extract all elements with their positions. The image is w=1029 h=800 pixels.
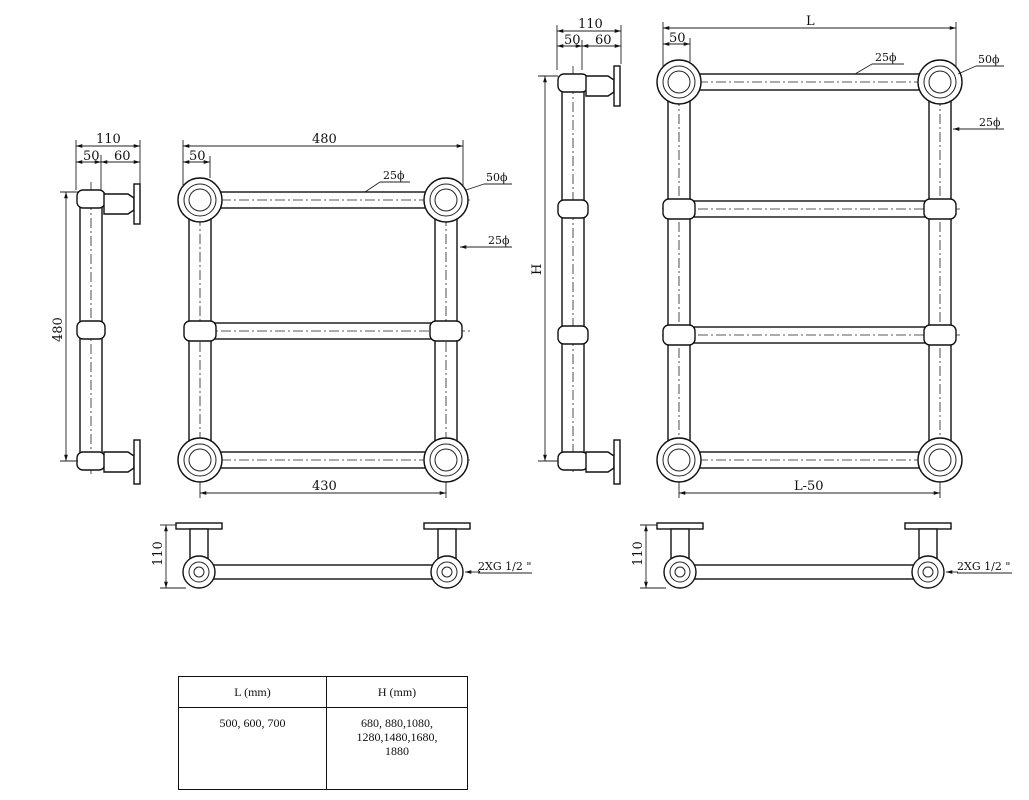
right-side-offset-a-label: 50	[564, 33, 581, 48]
value-h-line1: 680, 880,1080,	[361, 716, 433, 730]
right-side-width-label: 110	[578, 17, 603, 32]
value-h-line2: 1280,1480,1680,	[356, 730, 438, 744]
left-front-view: 480 50 25ϕ 50ϕ 25ϕ 430	[177, 132, 512, 498]
header-l: L (mm)	[178, 676, 327, 708]
header-h: H (mm)	[326, 676, 468, 708]
right-pipe-diameter-label: 25ϕ	[875, 51, 897, 64]
value-h: 680, 880,1080, 1280,1480,1680, 1880	[326, 707, 468, 790]
left-pipe-diameter-label: 25ϕ	[383, 169, 405, 182]
left-flange-diameter-label: 50ϕ	[486, 171, 508, 184]
right-plan-depth-label: 110	[631, 541, 646, 566]
value-h-line3: 1880	[385, 744, 409, 758]
left-side-offset-b-label: 60	[114, 149, 131, 164]
right-side-view: 110 50 60 H	[530, 17, 622, 485]
left-side-view: 110 50 60 480	[51, 132, 141, 485]
right-plan-view: 110 2XG 1/2 "	[631, 522, 1012, 589]
right-bottom-span-label: L-50	[794, 479, 824, 494]
left-plan-view: 110 2XG 1/2 "	[151, 522, 532, 589]
dimensions-table: L (mm) H (mm) 500, 600, 700 680, 880,108…	[178, 676, 468, 790]
left-pipe-diameter-right-label: 25ϕ	[488, 234, 510, 247]
right-connection-label: 2XG 1/2 "	[957, 560, 1010, 573]
left-side-offset-a-label: 50	[83, 149, 100, 164]
right-pipe-diameter-right-label: 25ϕ	[979, 116, 1001, 129]
right-front-view: L 50 25ϕ 50ϕ 25ϕ L-50	[656, 14, 1004, 498]
left-front-offset-label: 50	[189, 149, 206, 164]
table-row: 500, 600, 700 680, 880,1080, 1280,1480,1…	[178, 707, 468, 790]
left-connection-label: 2XG 1/2 "	[478, 560, 531, 573]
left-height-label: 480	[51, 317, 66, 342]
left-front-width-label: 480	[312, 132, 337, 147]
right-side-offset-b-label: 60	[595, 33, 612, 48]
right-front-width-label: L	[806, 14, 815, 29]
right-flange-diameter-label: 50ϕ	[978, 53, 1000, 66]
right-height-label: H	[530, 264, 545, 275]
table-header-row: L (mm) H (mm)	[178, 676, 468, 708]
value-l: 500, 600, 700	[178, 707, 327, 790]
right-front-offset-label: 50	[669, 31, 686, 46]
left-side-width-label: 110	[96, 132, 121, 147]
left-plan-depth-label: 110	[151, 541, 166, 566]
left-bottom-span-label: 430	[312, 479, 337, 494]
